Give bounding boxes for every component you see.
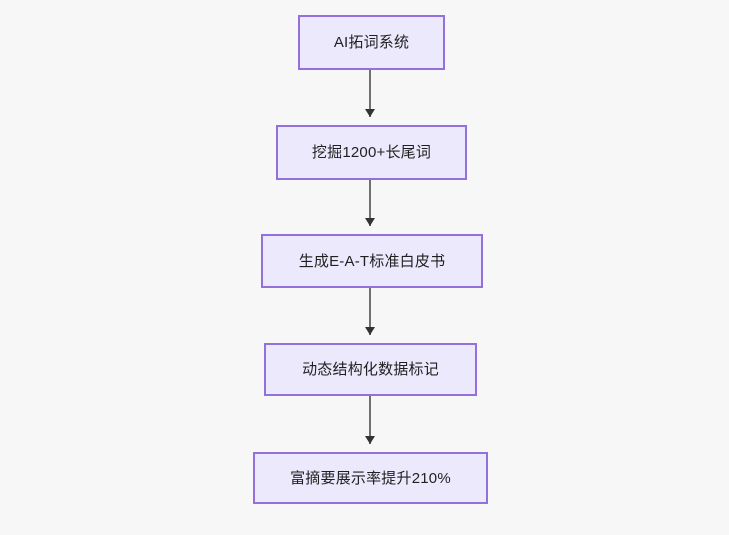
flow-connector-1 [369,70,371,117]
flow-arrowhead-2 [365,218,375,226]
flow-node-label: 挖掘1200+长尾词 [311,144,432,161]
flow-node-dynamic-structured-data[interactable]: 动态结构化数据标记 [264,343,477,396]
flow-node-label: 富摘要展示率提升210% [290,469,451,487]
flow-connector-3 [369,288,371,335]
flow-connector-4 [369,396,371,444]
flow-arrowhead-4 [365,436,375,444]
flow-arrowhead-3 [365,327,375,335]
flow-arrowhead-1 [365,109,375,117]
flow-node-label: 生成E-A-T标准白皮书 [298,252,446,270]
flow-node-rich-snippet-result[interactable]: 富摘要展示率提升210% [253,452,488,504]
flow-node-label: 动态结构化数据标记 [302,361,439,378]
flow-node-generate-eat-whitepaper[interactable]: 生成E-A-T标准白皮书 [261,234,483,288]
flow-node-label: AI拓词系统 [333,34,410,51]
flow-node-ai-keyword-system[interactable]: AI拓词系统 [298,15,445,70]
flow-connector-2 [369,180,371,226]
flow-node-mine-longtail-keywords[interactable]: 挖掘1200+长尾词 [276,125,467,180]
